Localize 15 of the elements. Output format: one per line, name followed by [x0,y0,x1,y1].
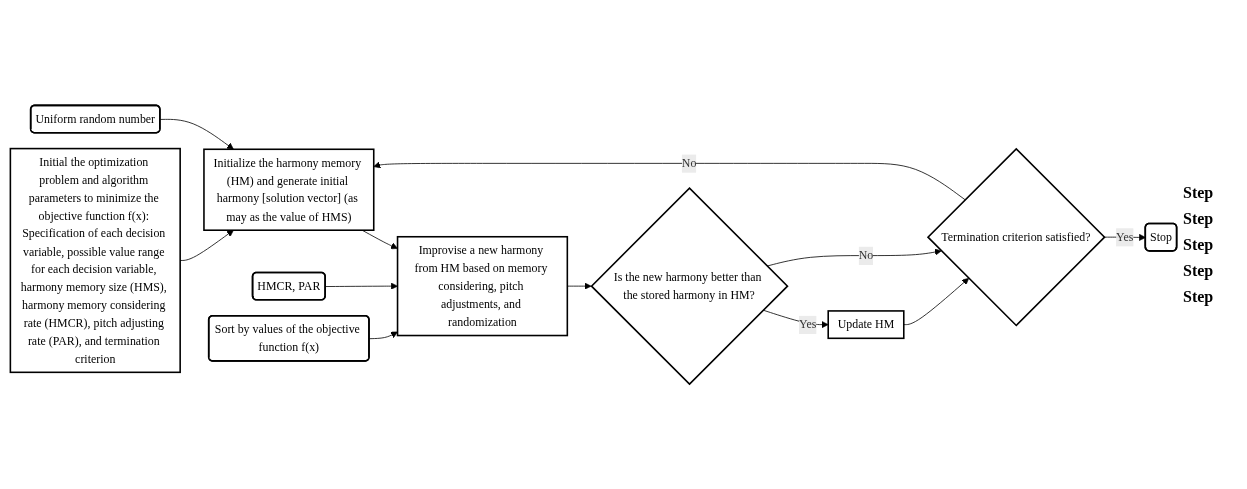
node-box: Improvise a new harmony from HM based on memory considering, pitch adjustments, and randomization [396,235,569,337]
node-diamond: Is the new harmony better than the stored harmony in HM? [590,186,789,385]
step-label: Step [1183,183,1215,202]
edge-label: Yes [1116,230,1134,244]
node-box: Update HM [827,309,905,339]
node-box: Initialize the harmony memory (HM) and generate initial harmony [solution vector] (as may as the value of HMS) [203,148,375,231]
edge-label: No [858,248,874,262]
step-label: Step [1183,287,1215,306]
node-box: Initial the optimization problem and algorithm parameters to minimize the objective function f(x): Specification of each decision variable, possible value range for each decision variable, harmony memory size (HMS), harmony memory considering rate (HMCR), pitch adjusting rate (PAR), and termination criterion [9,147,181,373]
node-diamond: Termination criterion satisfied? [926,147,1106,327]
step-label: Step [1183,261,1215,280]
edge-label: Yes [798,317,817,331]
edge-label: No [681,156,697,170]
step-label: Step [1183,235,1215,254]
step-label: Step [1183,209,1215,228]
